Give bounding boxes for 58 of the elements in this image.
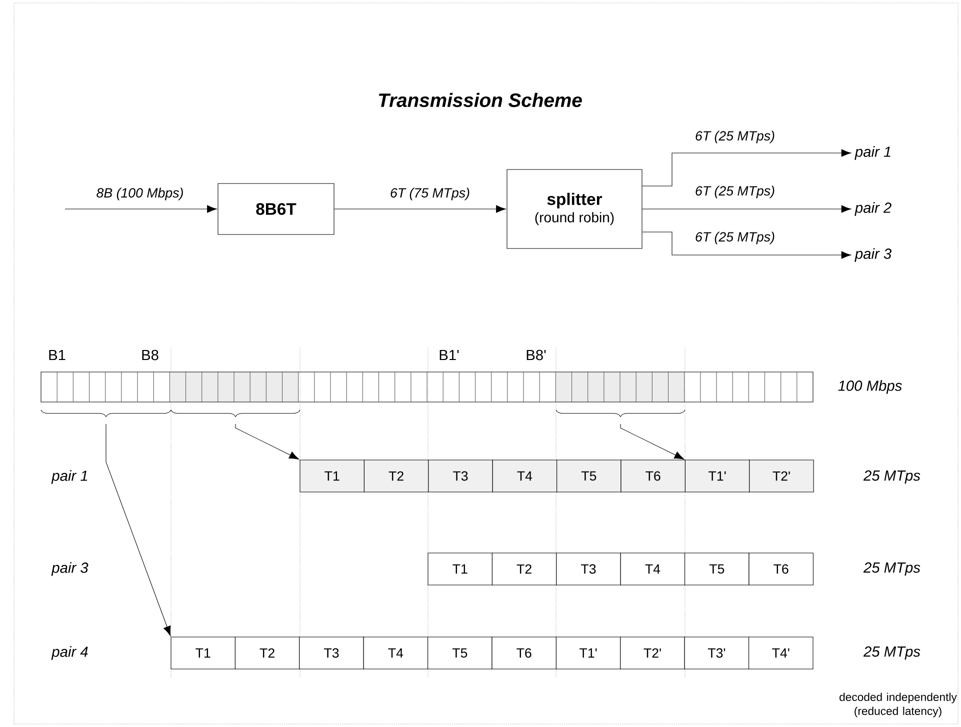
symbol-cell: T4 — [620, 552, 686, 586]
symbol-cell: T1' — [684, 460, 750, 492]
byte-label: B8 — [142, 350, 158, 360]
arrow — [334, 205, 506, 213]
symbol-cell: T6 — [492, 636, 556, 670]
symbol-cell: T4' — [748, 636, 814, 670]
symbol-cell: T1 — [300, 460, 364, 492]
rate-label: 25 MTps — [863, 562, 920, 576]
title: Transmission Scheme — [378, 92, 582, 108]
byte-label: B8' — [526, 350, 546, 360]
brace — [170, 410, 300, 417]
process-box: 8B6T — [218, 183, 334, 235]
symbol-cell: T5 — [428, 636, 492, 670]
edge-label: 6T (25 MTps) — [696, 130, 774, 144]
symbol-cell: T3' — [684, 636, 750, 670]
arrow — [642, 205, 852, 213]
symbol-cell: T2 — [364, 460, 429, 492]
byte-label: B1' — [440, 350, 459, 360]
row-label: pair 4 — [51, 646, 88, 660]
edge-label: 6T (75 MTps) — [390, 188, 470, 200]
symbol-cell: T1 — [170, 636, 236, 670]
symbol-cell: T2' — [620, 636, 685, 670]
byte-label: B1 — [49, 350, 66, 360]
note: decoded independently (reduced latency) — [840, 692, 957, 718]
symbol-cell: T2' — [749, 460, 814, 492]
output-label: pair 2 — [854, 202, 892, 216]
edge-label: 8B (100 Mbps) — [96, 188, 183, 200]
symbol-cell: T2 — [492, 552, 557, 586]
edge-label: 6T (25 MTps) — [696, 232, 774, 244]
arrow — [106, 424, 171, 636]
edge-label: 6T (25 MTps) — [696, 186, 774, 198]
rate-label: 25 MTps — [863, 470, 920, 484]
arrow — [642, 149, 852, 186]
symbol-cell: T6 — [748, 552, 814, 586]
arrow — [64, 205, 217, 213]
arrow — [642, 232, 852, 259]
symbol-cell: T5 — [684, 552, 750, 586]
output-label: pair 1 — [854, 146, 890, 160]
symbol-cell: T4 — [363, 636, 428, 670]
row-label: pair 3 — [51, 562, 88, 576]
process-box: splitter (round robin) — [506, 169, 642, 249]
symbol-cell: T3 — [428, 460, 493, 492]
rate-label: 25 MTps — [863, 646, 920, 660]
symbol-cell: T4 — [492, 460, 558, 492]
rate-label: 100 Mbps — [838, 380, 902, 394]
brace — [556, 410, 686, 417]
output-label: pair 3 — [854, 248, 892, 262]
symbol-cell: T6 — [620, 460, 686, 492]
brace — [40, 410, 172, 417]
symbol-cell: T5 — [556, 460, 622, 492]
symbol-cell: T1' — [556, 636, 621, 670]
arrow — [620, 424, 684, 460]
symbol-cell: T1 — [428, 552, 492, 586]
symbol-cell: T3 — [556, 552, 621, 586]
arrow — [235, 424, 300, 460]
symbol-cell: T3 — [299, 636, 364, 670]
symbol-cell: T2 — [234, 636, 300, 670]
row-label: pair 1 — [51, 470, 88, 484]
